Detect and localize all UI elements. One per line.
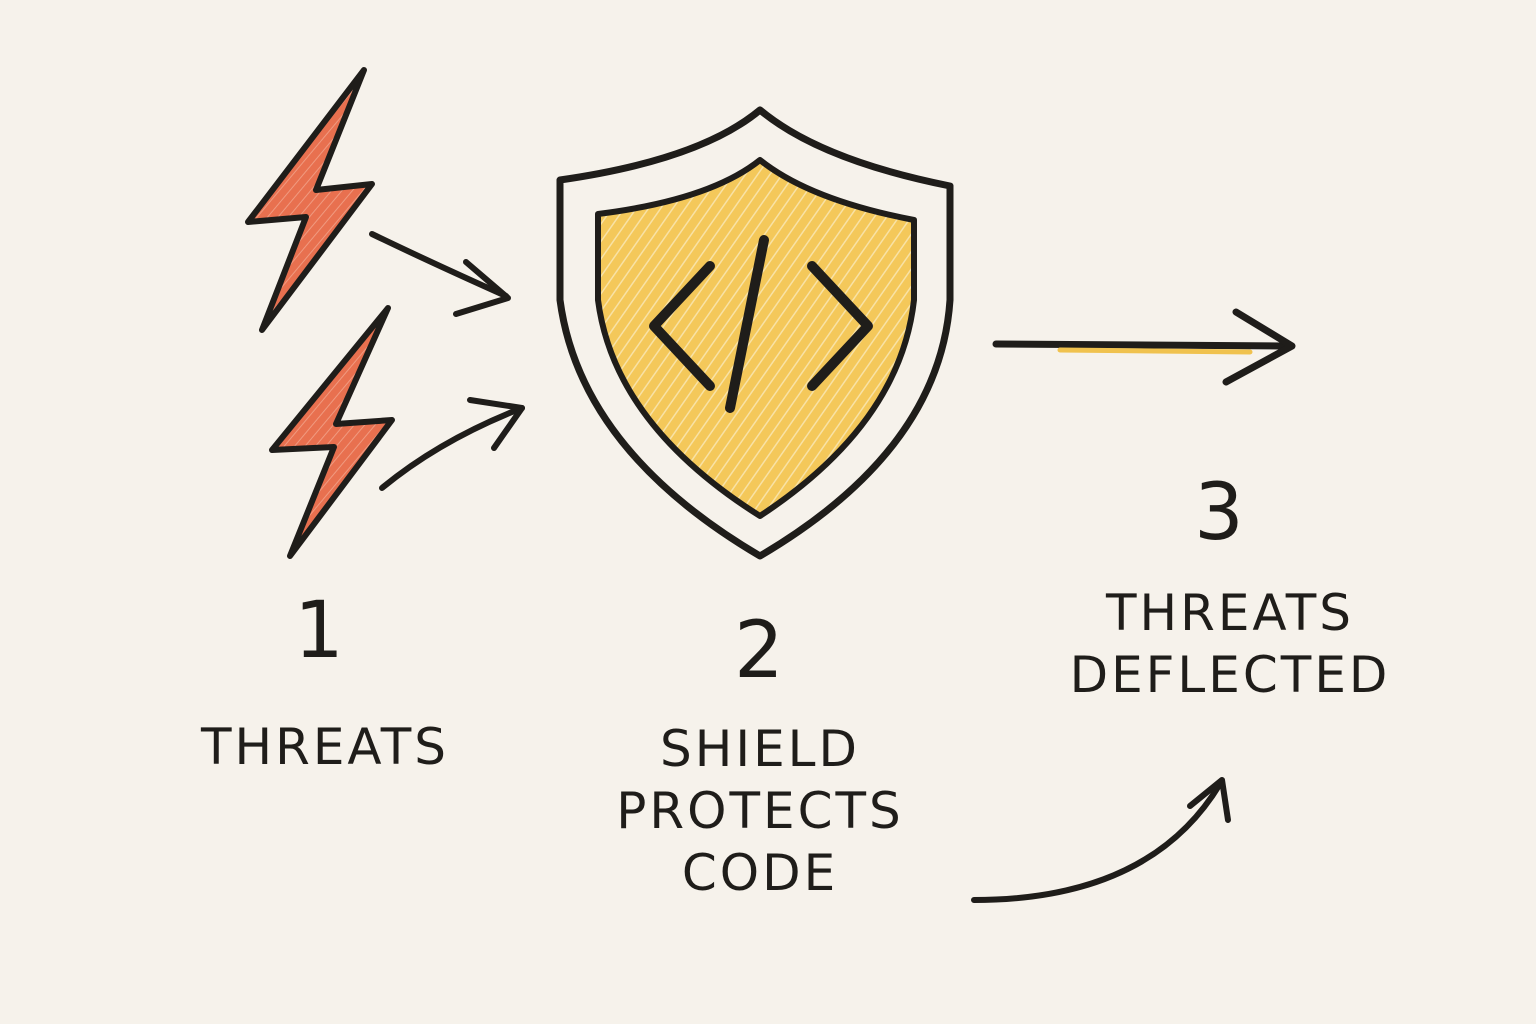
- step-3-number: 3: [1194, 468, 1246, 558]
- step-2-label-line: CODE: [681, 844, 839, 902]
- step-1-number: 1: [294, 586, 346, 676]
- flow-arrow-curve: [971, 777, 1231, 903]
- lightning-bolt-icon: [245, 67, 375, 333]
- threat-arrow-top: [369, 231, 511, 317]
- step-3-label-line: DEFLECTED: [1069, 646, 1391, 704]
- step-3-label: THREATS DEFLECTED: [1020, 582, 1440, 706]
- step-1-label-line: THREATS: [200, 718, 450, 776]
- step-2-label-line: PROTECTS: [616, 782, 904, 840]
- lightning-bolt-icon: [269, 305, 395, 559]
- shield-inner-icon: [595, 157, 917, 519]
- step-2-label: SHIELD PROTECTS CODE: [560, 718, 960, 904]
- step-3-label-line: THREATS: [1105, 584, 1355, 642]
- deflect-arrow: [992, 308, 1296, 386]
- step-2-label-line: SHIELD: [659, 720, 861, 778]
- code-brackets-icon: [649, 235, 873, 413]
- step-2-number: 2: [734, 606, 786, 696]
- step-1-label: THREATS: [160, 716, 490, 778]
- threat-arrow-bottom: [379, 397, 525, 491]
